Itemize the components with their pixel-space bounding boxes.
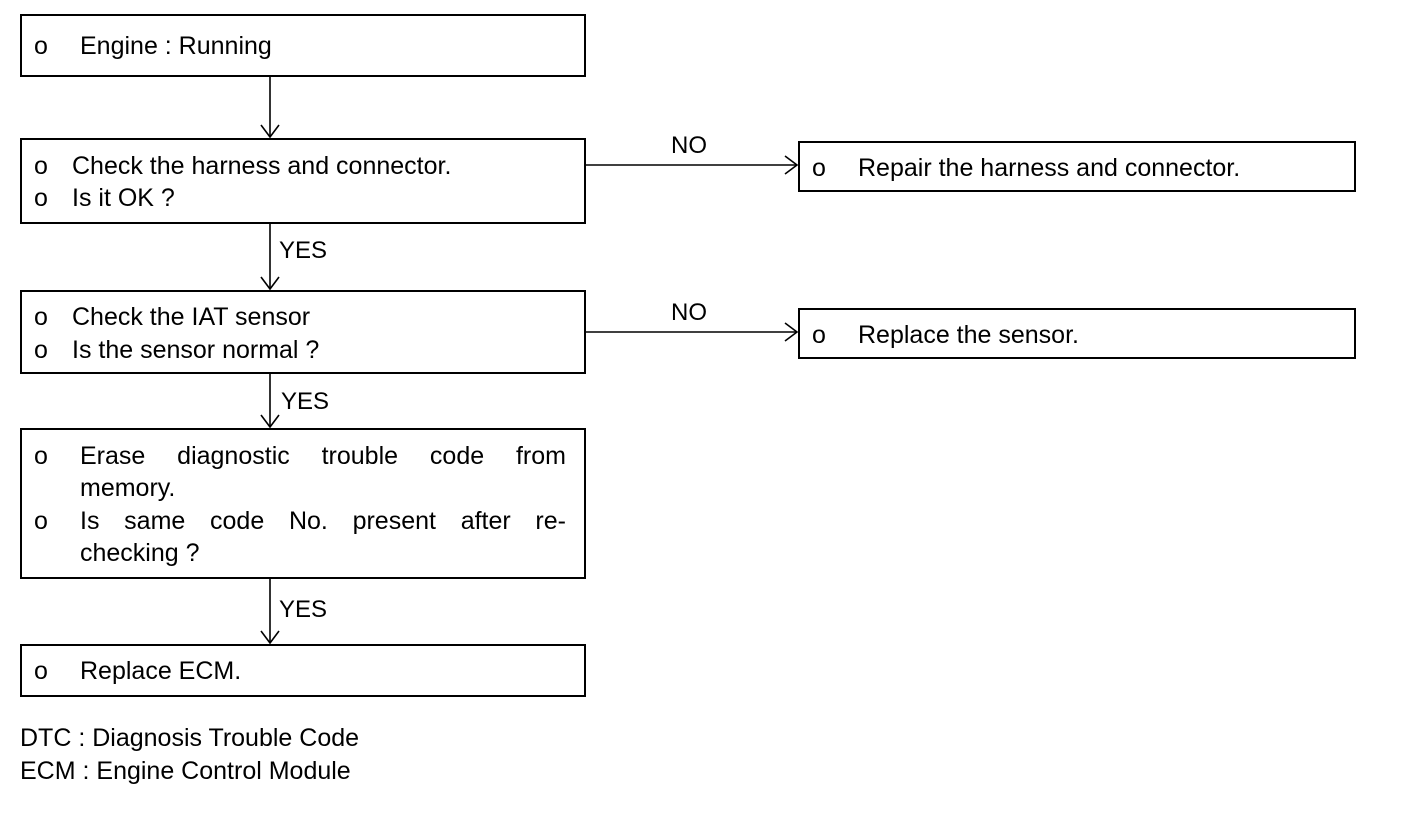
step-repair-harness-box: o Repair the harness and connector. <box>798 141 1356 192</box>
step-engine-running-box: o Engine : Running <box>20 14 586 77</box>
bullet: o <box>34 336 48 364</box>
step-repair-harness-text: Repair the harness and connector. <box>858 154 1241 182</box>
step-erase-dtc-text-3: Is same code No. present after re- <box>80 507 566 535</box>
bullet: o <box>34 442 48 470</box>
arrowhead-step3-replace-sensor <box>784 322 799 342</box>
step-engine-running-text: Engine : Running <box>80 32 272 60</box>
bullet: o <box>34 184 48 212</box>
bullet: o <box>34 152 48 180</box>
step-erase-dtc-text-1: Erase diagnostic trouble code from <box>80 442 566 470</box>
edge-label-yes-3: YES <box>279 596 328 623</box>
step-erase-dtc-box: o Erase diagnostic trouble code from mem… <box>20 428 586 579</box>
edge-label-no-2: NO <box>671 299 707 326</box>
step-replace-sensor-text: Replace the sensor. <box>858 321 1079 349</box>
edge-label-yes-2: YES <box>281 388 330 415</box>
bullet: o <box>812 321 826 349</box>
arrowhead-step1-step2 <box>260 124 280 139</box>
arrowhead-step2-repair <box>784 155 799 175</box>
arrowhead-step3-step4 <box>260 414 280 429</box>
step-check-harness-text-2: Is it OK ? <box>72 184 175 212</box>
bullet: o <box>34 303 48 331</box>
step-erase-dtc-text-4: checking ? <box>80 539 200 567</box>
edge-label-no-1: NO <box>671 132 707 159</box>
step-check-iat-text-2: Is the sensor normal ? <box>72 336 320 364</box>
arrowhead-step2-step3 <box>260 276 280 291</box>
step-check-iat-text-1: Check the IAT sensor <box>72 303 311 331</box>
step-replace-ecm-text: Replace ECM. <box>80 657 242 685</box>
step-replace-sensor-box: o Replace the sensor. <box>798 308 1356 359</box>
step-erase-dtc-text-2: memory. <box>80 474 176 502</box>
bullet: o <box>34 32 48 60</box>
bullet: o <box>34 657 48 685</box>
step-check-harness-text-1: Check the harness and connector. <box>72 152 452 180</box>
bullet: o <box>34 507 48 535</box>
step-check-harness-box: o Check the harness and connector. o Is … <box>20 138 586 224</box>
bullet: o <box>812 154 826 182</box>
legend-ecm: ECM : Engine Control Module <box>20 757 351 785</box>
arrowhead-step4-step5 <box>260 630 280 645</box>
step-replace-ecm-box: o Replace ECM. <box>20 644 586 697</box>
legend-dtc: DTC : Diagnosis Trouble Code <box>20 724 360 752</box>
edge-label-yes-1: YES <box>279 237 328 264</box>
step-check-iat-box: o Check the IAT sensor o Is the sensor n… <box>20 290 586 374</box>
